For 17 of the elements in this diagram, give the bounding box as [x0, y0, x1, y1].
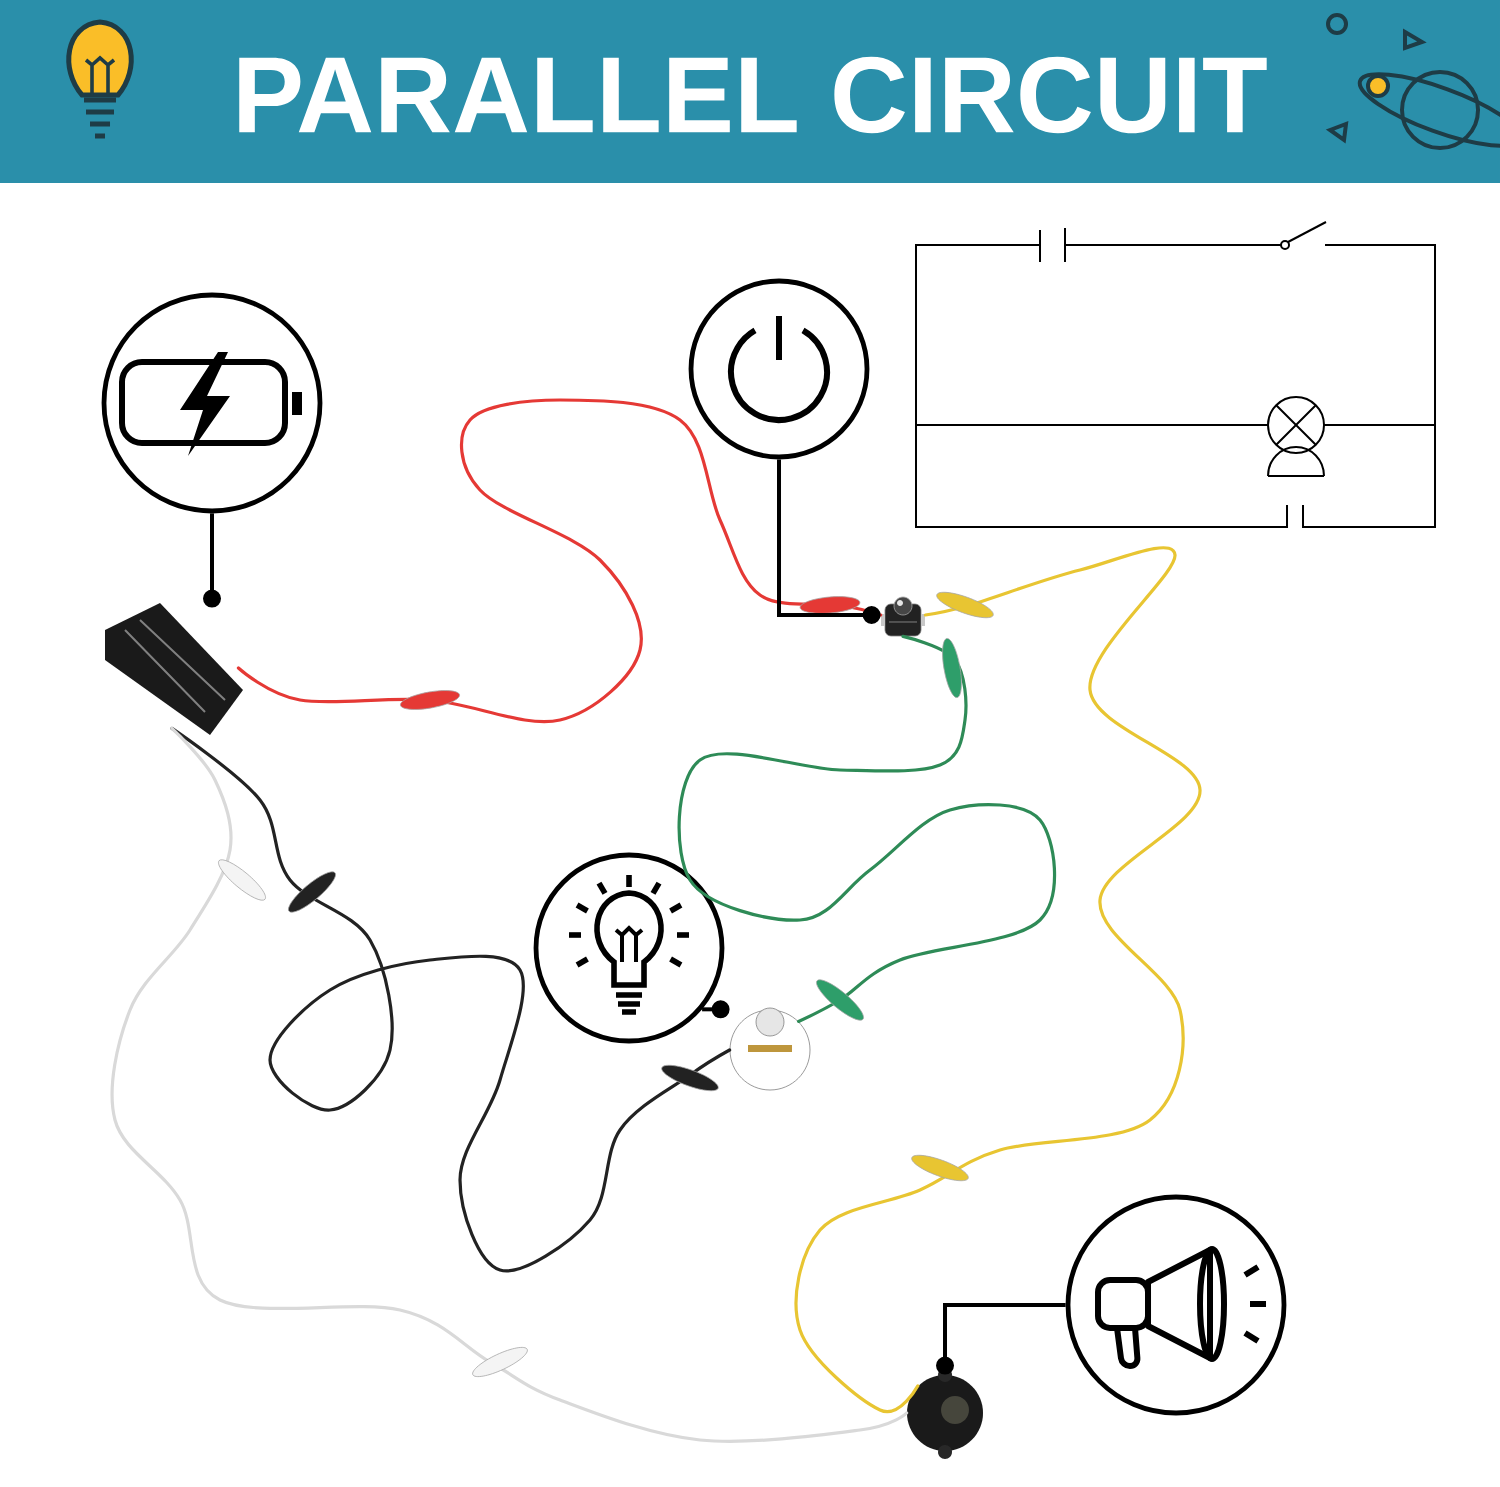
wire [677, 634, 1057, 1024]
leader-line [702, 1000, 730, 1019]
battery-holder-drawing [105, 603, 243, 735]
leader-line [936, 1303, 1066, 1375]
title: PARALLEL CIRCUIT [239, 56, 1267, 134]
wire [110, 726, 909, 1443]
battery-icon [101, 292, 323, 514]
lamp-holder-drawing [729, 1007, 811, 1091]
leader-line [203, 513, 221, 608]
wire [170, 726, 732, 1273]
wire [236, 398, 883, 724]
lightbulb-icon [533, 852, 725, 1044]
megaphone-icon [1065, 1194, 1287, 1416]
leader-line [777, 459, 881, 624]
power-icon [688, 278, 870, 460]
push-switch-drawing [881, 596, 925, 637]
wire [794, 546, 1202, 1414]
